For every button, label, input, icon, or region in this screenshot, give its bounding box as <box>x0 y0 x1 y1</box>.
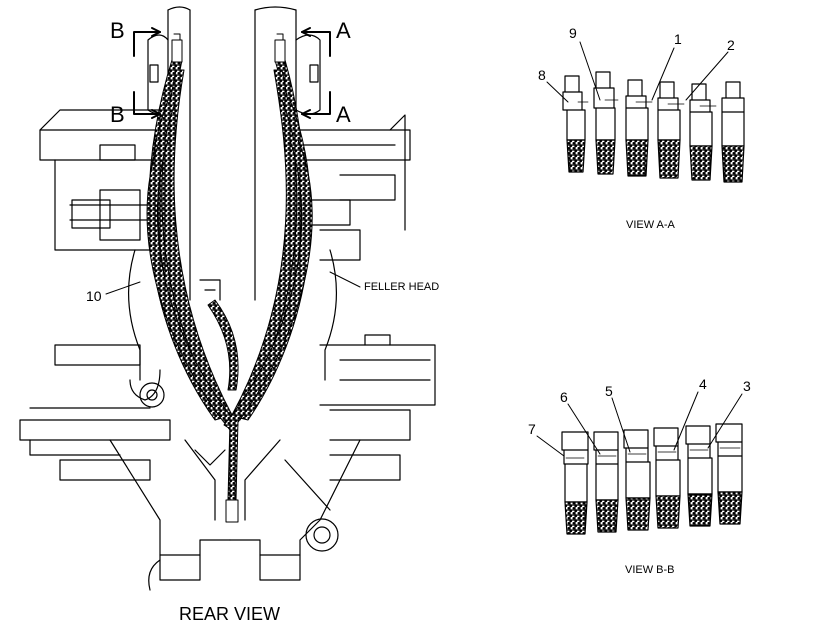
fitting-aa-5 <box>689 83 713 181</box>
callout-7: 7 <box>528 421 536 437</box>
fitting-aa-2 <box>593 71 616 175</box>
section-marker-a-top: A <box>336 18 351 43</box>
fitting-bb-5 <box>685 425 713 527</box>
fitting-bb-4 <box>653 427 681 529</box>
fitting-bb-2 <box>593 431 619 533</box>
fitting-aa-3 <box>625 79 649 177</box>
fitting-aa-6 <box>721 81 745 183</box>
callout-3: 3 <box>743 378 751 394</box>
view-bb-caption: VIEW B-B <box>625 564 675 576</box>
fitting-bb-6 <box>715 423 743 525</box>
rear-view-caption: REAR VIEW <box>179 604 281 624</box>
view-aa-leaders <box>546 41 729 103</box>
section-indicators <box>133 27 331 119</box>
view-aa-fittings <box>562 71 745 183</box>
view-aa-caption: VIEW A-A <box>626 219 675 231</box>
fitting-bb-1 <box>561 431 589 535</box>
callout-9: 9 <box>569 25 577 41</box>
callout-6: 6 <box>560 389 568 405</box>
fitting-aa-1 <box>562 75 586 173</box>
hose-bundle-10 <box>146 33 313 523</box>
callout-2: 2 <box>727 37 735 53</box>
rear-view-leaders <box>105 271 361 295</box>
section-marker-b-bottom: B <box>110 102 125 127</box>
callout-4: 4 <box>699 376 707 392</box>
callout-8: 8 <box>538 67 546 83</box>
section-marker-a-bottom: A <box>336 102 351 127</box>
feller-head-label: FELLER HEAD <box>364 281 440 293</box>
fitting-bb-3 <box>623 429 651 531</box>
view-bb-fittings <box>561 423 743 535</box>
fitting-aa-4 <box>657 81 681 179</box>
callout-10: 10 <box>86 288 102 304</box>
view-bb-leaders <box>536 391 743 457</box>
callout-1: 1 <box>674 31 682 47</box>
callout-5: 5 <box>605 383 613 399</box>
section-marker-b-top: B <box>110 18 125 43</box>
